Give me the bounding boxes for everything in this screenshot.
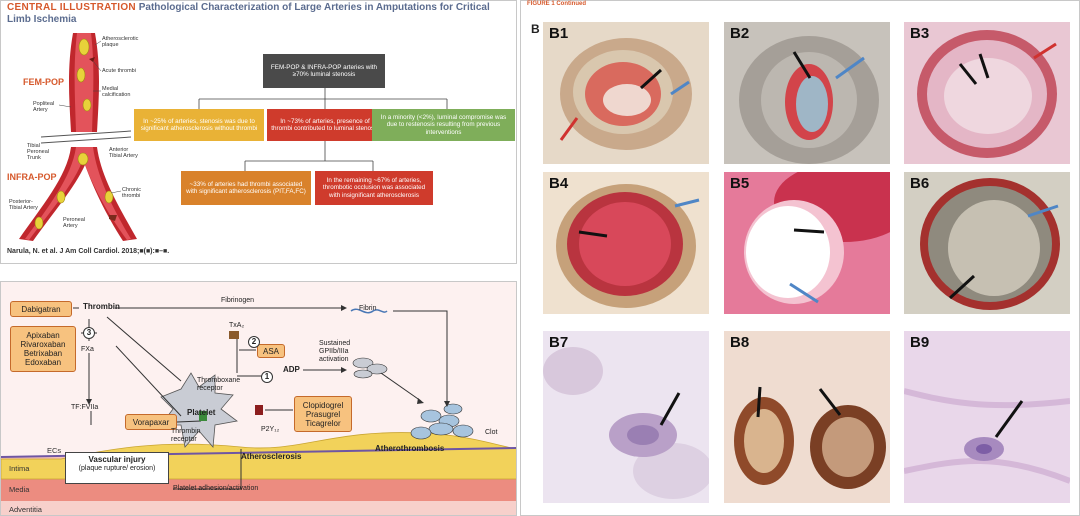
thrombin-label: Thrombin xyxy=(83,302,120,311)
micrograph-b8: B8 xyxy=(724,331,890,503)
step-1-marker: 1 xyxy=(261,371,273,383)
vascular-injury-box: Vascular injury (plaque rupture/ erosion… xyxy=(65,452,169,484)
intima-label: Intima xyxy=(9,464,30,473)
platelet-label: Platelet xyxy=(187,408,216,417)
label-peroneal-artery: Peroneal Artery xyxy=(63,217,86,229)
micrograph-b5: B5 xyxy=(724,172,890,314)
label-acute-thrombi: Acute thrombi xyxy=(102,68,136,74)
drug-clopidogrel: Clopidogrel xyxy=(302,400,344,410)
txa2-label: TxA₂ xyxy=(229,322,245,329)
micrograph-b3: B3 xyxy=(904,22,1070,164)
adp-label: ADP xyxy=(283,365,300,374)
micrograph-b9: B9 xyxy=(904,331,1070,503)
dabigatran-box: Dabigatran xyxy=(10,301,72,317)
flow-box-stenosis-atherosclerosis: In ~25% of arteries, stenosis was due to… xyxy=(134,109,264,141)
flow-box-insignificant-atherosclerosis: In the remaining ~67% of arteries, throm… xyxy=(315,171,433,205)
step-2-marker: 2 xyxy=(248,336,260,348)
drug-edoxaban: Edoxaban xyxy=(24,358,62,367)
flow-box-significant-atherosclerosis: ~33% of arteries had thrombi associated … xyxy=(181,171,311,205)
citation: Narula, N. et al. J Am Coll Cardiol. 201… xyxy=(7,248,170,255)
drug-rivaroxaban: Rivaroxaban xyxy=(20,340,66,349)
label-atherosclerotic-plaque: Atherosclerotic plaque xyxy=(102,36,139,48)
micrograph-b6: B6 xyxy=(904,172,1070,314)
platelet-adhesion-label: Platelet adhesion/activation xyxy=(173,485,259,492)
drug-apixaban: Apixaban xyxy=(26,331,60,340)
clot-label: Clot xyxy=(485,429,498,436)
micrograph-b1: B1 xyxy=(543,22,709,164)
figure-label: FIGURE 1 Continued xyxy=(527,1,586,7)
asa-box: ASA xyxy=(257,344,285,358)
thrombin-receptor-label: Thrombin receptor xyxy=(171,428,201,443)
fem-pop-label: FEM-POP xyxy=(23,77,65,87)
micrograph-b6-label: B6 xyxy=(910,175,930,192)
central-illustration-panel: CENTRAL ILLUSTRATION Pathological Charac… xyxy=(0,0,517,264)
label-medial-calcification: Medial calcification xyxy=(102,86,131,98)
vorapaxar-box: Vorapaxar xyxy=(125,414,177,430)
fibrinogen-label: Fibrinogen xyxy=(221,297,255,304)
xa-inhibitors-box: Apixaban Rivaroxaban Betrixaban Edoxaban xyxy=(10,326,76,372)
atherosclerosis-label: Atherosclerosis xyxy=(241,452,302,461)
label-tibial-peroneal-trunk: Tibial Peroneal Trunk xyxy=(27,143,50,161)
fibrin-label: Fibrin xyxy=(359,305,377,312)
micrograph-b5-label: B5 xyxy=(730,175,750,192)
flow-box-restenosis: In a minority (<2%), luminal compromise … xyxy=(372,109,515,141)
ecs-label: ECs xyxy=(47,446,62,455)
panel-letter: B xyxy=(531,22,540,36)
vascular-injury-subtitle: (plaque rupture/ erosion) xyxy=(78,465,156,472)
label-posterior-tibial-artery: Posterior-Tibial Artery xyxy=(9,199,38,211)
vascular-injury-title: Vascular injury xyxy=(88,455,146,464)
label-popliteal-artery: Popliteal Artery xyxy=(33,101,55,113)
p2y12-receptor-label: P2Y₁₂ xyxy=(261,426,280,433)
antithrombotic-pathway-panel: Dabigatran Apixaban Rivaroxaban Betrixab… xyxy=(0,281,517,516)
drug-ticagrelor: Ticagrelor xyxy=(305,418,341,428)
flow-root-box: FEM-POP & INFRA-POP arteries with ≥70% l… xyxy=(263,54,385,88)
media-label: Media xyxy=(9,485,30,494)
flow-box-thrombi: In ~73% of arteries, presence of thrombi… xyxy=(267,109,383,141)
micrograph-b4-label: B4 xyxy=(549,175,569,192)
p2y12-inhibitors-box: Clopidogrel Prasugrel Ticagrelor xyxy=(294,396,352,432)
label-anterior-tibial-artery: Anterior Tibial Artery xyxy=(109,147,138,159)
infra-pop-label: INFRA-POP xyxy=(7,172,57,182)
micrograph-b7: B7 xyxy=(543,331,709,503)
micrograph-b2-label: B2 xyxy=(730,25,750,42)
central-illustration-tag: CENTRAL ILLUSTRATION xyxy=(7,2,136,13)
micrograph-b8-label: B8 xyxy=(730,334,750,351)
micrograph-b3-label: B3 xyxy=(910,25,930,42)
drug-betrixaban: Betrixaban xyxy=(23,349,63,358)
micrograph-b4: B4 xyxy=(543,172,709,314)
micrograph-b1-label: B1 xyxy=(549,25,569,42)
atherothrombosis-label: Atherothrombosis xyxy=(375,444,445,453)
fxa-label: FXa xyxy=(81,346,94,353)
micrograph-b7-label: B7 xyxy=(549,334,569,351)
adventitia-label: Adventitia xyxy=(9,505,42,514)
drug-prasugrel: Prasugrel xyxy=(305,409,341,419)
label-chronic-thrombi: Chronic thrombi xyxy=(122,187,141,199)
artery-diagram xyxy=(19,33,137,241)
tf-fviia-label: TF:FVIIa xyxy=(71,404,99,411)
step-3-marker: 3 xyxy=(83,327,95,339)
micrograph-b2: B2 xyxy=(724,22,890,164)
figure1-histology-panel: FIGURE 1 Continued B B1 B2 xyxy=(520,0,1080,516)
micrograph-b9-label: B9 xyxy=(910,334,930,351)
central-illustration-title-text: Pathological Characterization of Large A… xyxy=(7,2,490,25)
sustained-activation-label: Sustained GPIIb/IIIa activation xyxy=(319,340,351,363)
flowchart-connectors xyxy=(198,88,448,171)
central-illustration-title: CENTRAL ILLUSTRATION Pathological Charac… xyxy=(7,2,507,26)
thromboxane-receptor-label: Thromboxane receptor xyxy=(197,377,241,392)
